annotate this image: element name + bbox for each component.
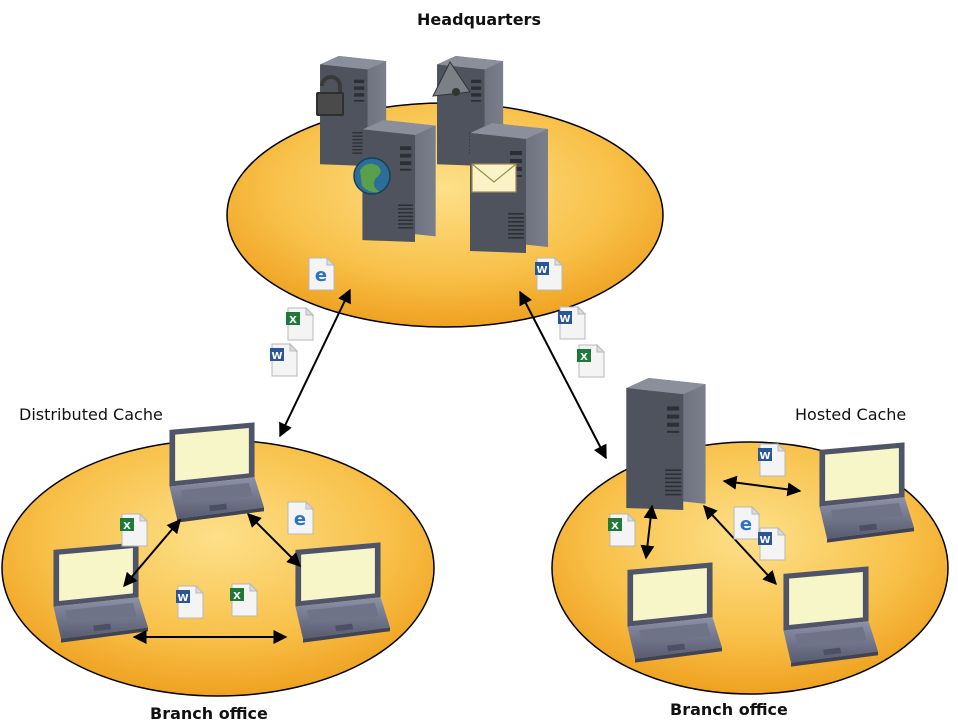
- hosted-cache-link-bottom-left: [640, 504, 658, 560]
- hosted-cache-server: [626, 378, 706, 510]
- word-document-icon: W: [270, 343, 298, 377]
- internet-explorer-document-icon: e: [733, 506, 760, 540]
- svg-text:W: W: [536, 265, 547, 276]
- hq-left-branch-link: [279, 288, 351, 438]
- hosted-cache-label: Hosted Cache: [795, 405, 907, 424]
- left-branch-office-label: Branch office: [150, 704, 268, 723]
- globe-icon: [353, 157, 391, 195]
- left-branch-laptop-left: [53, 542, 148, 643]
- triangle-icon: [432, 61, 471, 97]
- left-peer-link-top-left: [123, 518, 181, 588]
- svg-text:e: e: [315, 265, 327, 286]
- svg-text:e: e: [294, 509, 306, 530]
- internet-explorer-document-icon: e: [308, 257, 335, 291]
- right-branch-laptop-bottom-right: [783, 566, 878, 667]
- svg-text:X: X: [580, 352, 588, 363]
- right-branch-laptop-right: [819, 442, 914, 543]
- svg-text:W: W: [177, 593, 188, 604]
- excel-document-icon: X: [608, 513, 636, 547]
- word-document-icon: W: [558, 306, 586, 340]
- svg-text:W: W: [559, 314, 570, 325]
- distributed-cache-label: Distributed Cache: [19, 405, 163, 424]
- hq-right-branch-link: [519, 290, 607, 460]
- excel-document-icon: X: [577, 344, 605, 378]
- word-document-icon: W: [176, 585, 204, 619]
- svg-text:X: X: [289, 315, 297, 326]
- svg-text:X: X: [233, 591, 241, 602]
- envelope-icon: [471, 163, 517, 193]
- excel-document-icon: X: [230, 583, 258, 617]
- svg-text:W: W: [759, 451, 770, 462]
- svg-text:X: X: [123, 521, 131, 532]
- word-document-icon: W: [535, 257, 563, 291]
- padlock-icon: [316, 75, 344, 116]
- excel-document-icon: X: [286, 307, 314, 341]
- word-document-icon: W: [758, 527, 786, 561]
- svg-text:X: X: [611, 521, 619, 532]
- word-document-icon: W: [758, 443, 786, 477]
- svg-text:W: W: [271, 351, 282, 362]
- internet-explorer-document-icon: e: [287, 501, 314, 535]
- left-branch-laptop-top: [169, 422, 264, 523]
- svg-text:W: W: [759, 535, 770, 546]
- headquarters-title: Headquarters: [417, 10, 541, 29]
- hosted-cache-link-right: [722, 475, 802, 497]
- left-peer-link-top-right: [247, 513, 301, 567]
- left-branch-laptop-right: [295, 542, 390, 643]
- right-branch-office-label: Branch office: [670, 700, 788, 719]
- excel-document-icon: X: [120, 513, 148, 547]
- svg-text:e: e: [740, 514, 752, 535]
- hosted-cache-link-bottom-right: [703, 504, 777, 586]
- right-branch-laptop-bottom-left: [627, 562, 722, 663]
